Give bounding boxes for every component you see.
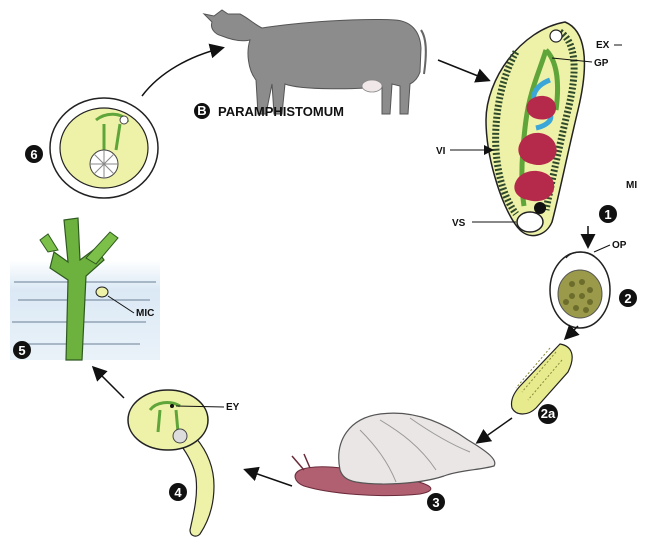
label-vs: VS (452, 218, 466, 229)
egg (550, 252, 610, 328)
label-gp: GP (594, 58, 609, 69)
fluke-excretory-pore (534, 202, 546, 214)
miracidium (511, 344, 572, 414)
stage-6-number: 6 (30, 147, 37, 162)
arrow-cyst-to-cow (142, 48, 222, 96)
encysted-metacercaria (50, 98, 158, 198)
arrow-cercaria-to-metacercaria (94, 368, 124, 398)
cow-host (204, 10, 426, 114)
fluke-oral-sucker (550, 30, 562, 42)
arrow-cow-to-fluke (438, 60, 488, 80)
metacercaria-cyst (96, 287, 108, 297)
fluke-testis-upper (527, 96, 556, 120)
stage-2a-number: 2a (541, 406, 556, 421)
water-plant-scene (10, 218, 160, 360)
miracidium-body (511, 344, 572, 414)
cyst-sucker (120, 116, 128, 124)
label-mic: MIC (136, 308, 154, 319)
label-ey: EY (226, 402, 240, 413)
title-marker: B (197, 103, 206, 118)
stage-1-number: 1 (604, 207, 611, 222)
label-vi: VI (436, 146, 446, 157)
adult-fluke (486, 22, 584, 236)
stage-4-number: 4 (174, 485, 182, 500)
stage-5-number: 5 (18, 343, 25, 358)
arrow-egg-to-miracidium (566, 326, 578, 338)
stage-2-number: 2 (624, 291, 631, 306)
cyst-posterior-sucker (90, 150, 118, 178)
snail-shell (339, 413, 495, 484)
leader-op (594, 245, 610, 252)
label-mi: MI (626, 180, 637, 191)
label-ex: EX (596, 40, 610, 51)
label-op: OP (612, 240, 627, 251)
cercaria-ventral-sucker (173, 429, 187, 443)
stage-3-number: 3 (432, 495, 439, 510)
cercaria-eye (170, 404, 174, 408)
fluke-ventral-sucker (517, 212, 543, 232)
snail-host (292, 413, 495, 495)
cow-tail (421, 30, 426, 74)
diagram-title: PARAMPHISTOMUM (218, 104, 344, 119)
arrow-snail-to-cercaria (246, 470, 292, 486)
cercaria-body (128, 390, 208, 450)
arrow-miracidium-to-snail (478, 418, 512, 442)
cow-body (204, 10, 421, 114)
cercaria (128, 390, 214, 536)
cow-udder (362, 80, 382, 92)
